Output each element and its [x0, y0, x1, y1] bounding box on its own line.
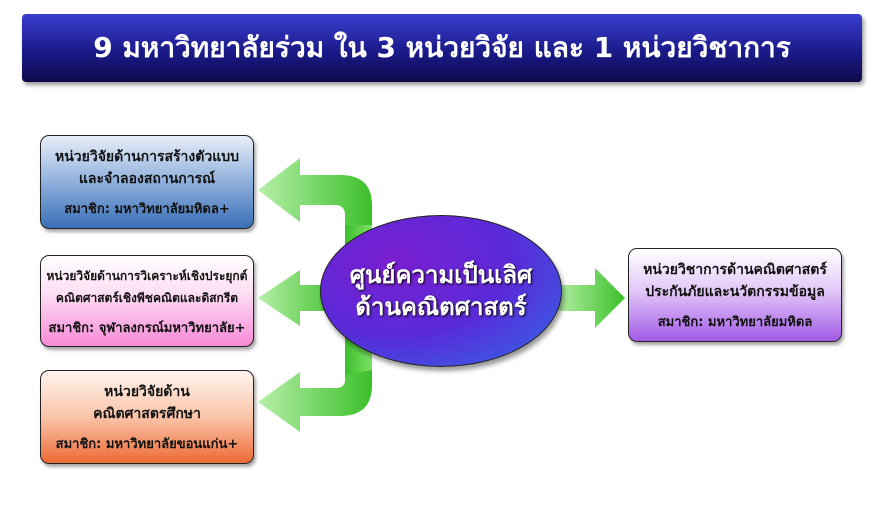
unit-title: หน่วยวิจัยด้านการสร้างตัวแบบ [54, 148, 240, 165]
center-subtitle: ด้านคณิตศาสตร์ [355, 293, 527, 321]
unit-members: สมาชิก: มหาวิทยาลัยมหิดล [657, 314, 813, 330]
unit-title: คณิตศาสตร์เชิงพีชคณิตและดิสกรีต [55, 290, 239, 305]
unit-title: หน่วยวิชาการด้านคณิตศาสตร์ [643, 261, 827, 278]
unit-title: หน่วยวิจัยด้านการวิเคราะห์เชิงประยุกต์ [46, 268, 248, 283]
unit-math-education: หน่วยวิจัยด้าน คณิตศาสตรศึกษา สมาชิก: มห… [40, 370, 254, 464]
unit-members: สมาชิก: มหาวิทยาลัยมหิดล+ [64, 201, 230, 217]
unit-title: และจำลองสถานการณ์ [78, 170, 216, 187]
unit-modeling-simulation: หน่วยวิจัยด้านการสร้างตัวแบบ และจำลองสถา… [40, 135, 254, 229]
unit-members: สมาชิก: จุฬาลงกรณ์มหาวิทยาลัย+ [48, 320, 246, 336]
arrow-to-academic-unit [555, 268, 625, 328]
unit-actuarial-data: หน่วยวิชาการด้านคณิตศาสตร์ ประกันภัยและน… [628, 248, 842, 342]
page-title: 9 มหาวิทยาลัยร่วม ใน 3 หน่วยวิจัย และ 1 … [22, 14, 862, 82]
arrow-to-unit-2 [258, 270, 345, 326]
unit-members: สมาชิก: มหาวิทยาลัยขอนแก่น+ [55, 436, 239, 452]
center-title: ศูนย์ความเป็นเลิศ [349, 261, 533, 289]
center-of-excellence: ศูนย์ความเป็นเลิศ ด้านคณิตศาสตร์ [320, 215, 562, 367]
arrow-to-unit-1 [258, 158, 372, 230]
arrow-to-unit-3 [258, 370, 372, 432]
unit-title: ประกันภัยและนวัตกรรมข้อมูล [645, 283, 825, 300]
unit-title: คณิตศาสตรศึกษา [93, 405, 201, 422]
unit-title: หน่วยวิจัยด้าน [104, 383, 190, 400]
unit-applied-analysis: หน่วยวิจัยด้านการวิเคราะห์เชิงประยุกต์ ค… [40, 255, 254, 347]
